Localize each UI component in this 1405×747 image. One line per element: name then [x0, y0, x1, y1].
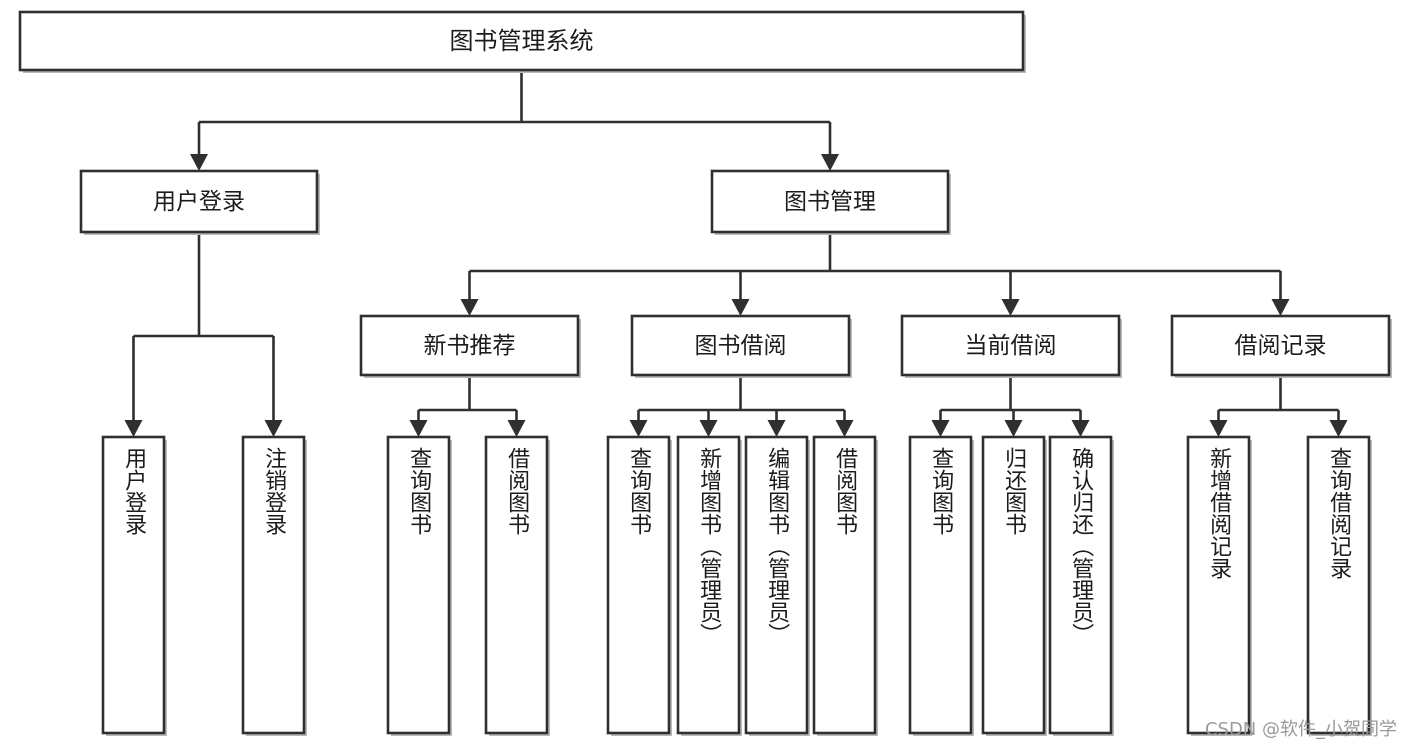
node-box-leaf-query-book-borrow[interactable] [606, 435, 671, 735]
arrow-head [1071, 420, 1090, 437]
node-label-new-book-rec: 新书推荐 [424, 333, 516, 359]
node-box-book-borrow[interactable] [630, 314, 851, 377]
arrow-head [629, 420, 648, 437]
arrow-head [264, 420, 283, 437]
node-box-leaf-query-book-rec[interactable] [386, 435, 451, 735]
node-box-leaf-confirm-return[interactable] [1048, 435, 1113, 735]
arrow-head [1329, 420, 1348, 437]
arrow-head [931, 420, 950, 437]
node-box-leaf-edit-book[interactable] [744, 435, 809, 735]
node-box-leaf-borrow-book[interactable] [812, 435, 877, 735]
arrow-head [1271, 299, 1290, 316]
arrow-head [821, 154, 839, 171]
arrow-head [409, 420, 428, 437]
node-label-root: 图书管理系统 [450, 27, 594, 55]
arrow-head [767, 420, 786, 437]
arrow-head [1209, 420, 1228, 437]
arrow-head [190, 154, 208, 171]
arrow-head [124, 420, 143, 437]
arrow-head [1004, 420, 1023, 437]
node-box-root[interactable] [18, 10, 1025, 72]
connectors-layer [124, 70, 1348, 437]
node-label-current-borrow: 当前借阅 [965, 333, 1057, 359]
node-box-leaf-add-record[interactable] [1186, 435, 1251, 735]
node-box-leaf-return-book[interactable] [981, 435, 1046, 735]
node-box-leaf-user-login[interactable] [101, 435, 166, 735]
node-label-user-login: 用户登录 [153, 189, 245, 215]
node-box-book-manage[interactable] [710, 169, 950, 234]
arrow-head [835, 420, 854, 437]
node-box-current-borrow[interactable] [900, 314, 1121, 377]
boxes-layer [18, 10, 1392, 736]
node-label-book-manage: 图书管理 [784, 189, 876, 215]
arrow-head [731, 299, 750, 316]
node-label-book-borrow: 图书借阅 [695, 333, 787, 359]
node-box-borrow-record[interactable] [1170, 314, 1391, 377]
arrow-head [460, 299, 479, 316]
node-box-leaf-user-logout[interactable] [241, 435, 306, 735]
watermark-csdn: CSDN @软件_小贺同学 [1204, 719, 1397, 740]
node-box-user-login[interactable] [79, 169, 319, 234]
node-box-leaf-borrow-book-rec[interactable] [484, 435, 549, 735]
node-box-leaf-query-book-cur[interactable] [908, 435, 973, 735]
arrow-head [1001, 299, 1020, 316]
arrow-head [507, 420, 526, 437]
node-box-leaf-query-record[interactable] [1306, 435, 1371, 735]
node-box-new-book-rec[interactable] [359, 314, 580, 377]
arrow-head [699, 420, 718, 437]
node-box-leaf-add-book[interactable] [676, 435, 741, 735]
node-label-borrow-record: 借阅记录 [1235, 333, 1327, 359]
